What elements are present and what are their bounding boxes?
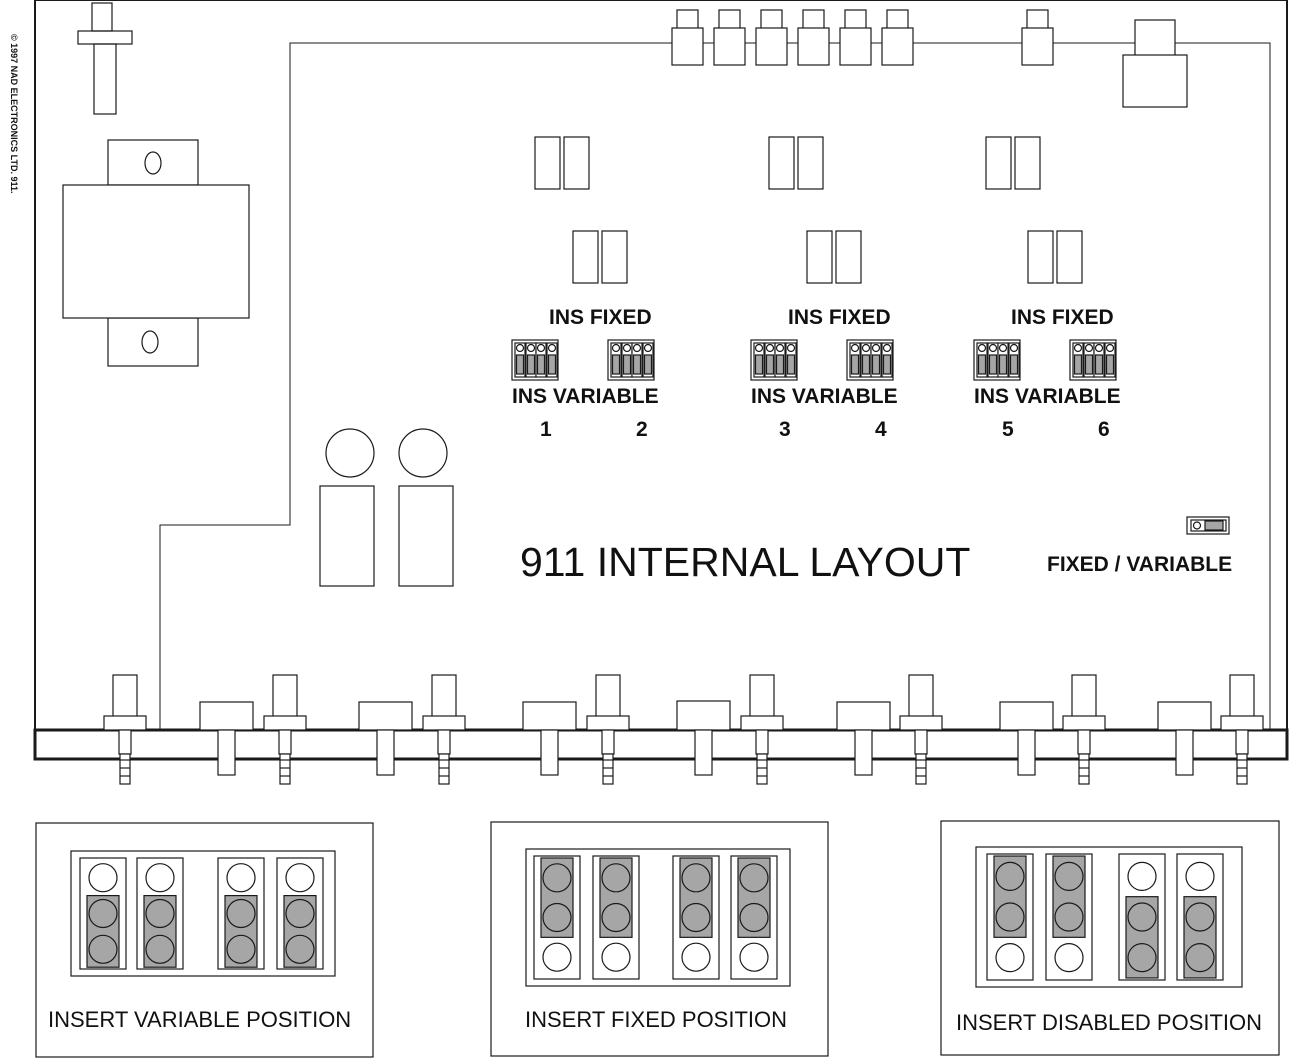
jumper-pin-column bbox=[1176, 853, 1224, 981]
rca-jack bbox=[839, 9, 872, 66]
front-control bbox=[836, 701, 891, 776]
rca-jack bbox=[755, 9, 788, 66]
relay-pair bbox=[768, 136, 824, 190]
insert-position-caption: INSERT DISABLED POSITION bbox=[956, 1010, 1262, 1035]
front-control bbox=[358, 701, 413, 776]
jumper-pin-column bbox=[1045, 853, 1093, 981]
jumper-block bbox=[511, 339, 559, 381]
rca-jack bbox=[713, 9, 746, 66]
channel-group: INS FIXED INS VARIABLE 1 2 bbox=[511, 306, 659, 441]
front-components bbox=[103, 674, 1264, 785]
insert-position-caption: INSERT VARIABLE POSITION bbox=[48, 1007, 351, 1032]
jumper-pin-column bbox=[276, 857, 324, 970]
front-jack bbox=[1062, 674, 1106, 785]
circuit-board-outline bbox=[159, 42, 1271, 730]
jumper-block bbox=[973, 339, 1021, 381]
jumper-pin-column bbox=[672, 855, 720, 980]
jumper-pin-column bbox=[533, 855, 581, 980]
front-control bbox=[199, 701, 254, 776]
channel-number: 1 bbox=[540, 418, 552, 441]
capacitors bbox=[319, 428, 454, 587]
front-jack bbox=[586, 674, 630, 785]
channel-number: 3 bbox=[779, 418, 791, 441]
front-control bbox=[999, 701, 1054, 776]
jumper-block bbox=[750, 339, 798, 381]
jumper-pin-column bbox=[986, 853, 1034, 981]
channel-groups: INS FIXED INS VARIABLE 1 2 INS FIXED INS VARI… bbox=[511, 306, 1121, 441]
switch-label: FIXED / VARIABLE bbox=[1047, 553, 1232, 576]
front-jack bbox=[263, 674, 307, 785]
jumper-block bbox=[846, 339, 894, 381]
insert-position-caption: INSERT FIXED POSITION bbox=[525, 1007, 787, 1032]
relay-components bbox=[534, 136, 1083, 284]
relay-pair bbox=[985, 136, 1041, 190]
insert-position-panel: INSERT DISABLED POSITION bbox=[940, 820, 1280, 1056]
front-control bbox=[522, 701, 577, 776]
ins-variable-label: INS VARIABLE bbox=[974, 385, 1121, 408]
relay-pair bbox=[806, 230, 862, 284]
rear-connector bbox=[1122, 19, 1188, 108]
jumper-block bbox=[607, 339, 655, 381]
jumper-pin-column bbox=[79, 857, 127, 970]
front-jack bbox=[1220, 674, 1264, 785]
channel-number: 2 bbox=[636, 418, 648, 441]
front-jack bbox=[899, 674, 943, 785]
channel-number: 5 bbox=[1002, 418, 1014, 441]
ins-fixed-label: INS FIXED bbox=[788, 306, 891, 329]
jumper-pin-column bbox=[592, 855, 640, 980]
rca-jack bbox=[671, 9, 704, 66]
transformer bbox=[62, 139, 250, 367]
ins-variable-label: INS VARIABLE bbox=[751, 385, 898, 408]
jumper-pin-column bbox=[730, 855, 778, 980]
channel-number: 4 bbox=[875, 418, 887, 441]
jumper-pin-column bbox=[217, 857, 265, 970]
jumper-pin-column bbox=[136, 857, 184, 970]
rca-jack bbox=[797, 9, 830, 66]
ins-fixed-label: INS FIXED bbox=[1011, 306, 1114, 329]
relay-pair bbox=[1027, 230, 1083, 284]
front-jack bbox=[422, 674, 466, 785]
front-jack bbox=[740, 674, 784, 785]
copyright-text: © 1997 NAD ELECTRONICS LTD. 911. bbox=[9, 34, 19, 194]
jumper-pin-column bbox=[1118, 853, 1166, 981]
front-jack bbox=[103, 674, 147, 785]
layout-title: 911 INTERNAL LAYOUT bbox=[520, 539, 970, 585]
insert-position-panel: INSERT VARIABLE POSITION bbox=[35, 822, 374, 1058]
rca-jack bbox=[881, 9, 914, 66]
channel-group: INS FIXED INS VARIABLE 5 6 bbox=[973, 306, 1121, 441]
channel-group: INS FIXED INS VARIABLE 3 4 bbox=[750, 306, 898, 441]
front-panel bbox=[33, 728, 1289, 761]
rear-jacks bbox=[671, 9, 1054, 66]
insert-position-panel: INSERT FIXED POSITION bbox=[490, 821, 829, 1057]
relay-pair bbox=[534, 136, 590, 190]
channel-number: 6 bbox=[1098, 418, 1110, 441]
front-control bbox=[1157, 701, 1212, 776]
fixed-variable-switch[interactable] bbox=[1186, 516, 1230, 535]
insert-panels: INSERT VARIABLE POSITION INSERT FIXED POS… bbox=[35, 820, 1280, 1058]
front-control bbox=[676, 700, 731, 776]
jumper-block bbox=[1069, 339, 1117, 381]
power-cord bbox=[77, 2, 133, 115]
rca-jack bbox=[1021, 9, 1054, 66]
relay-pair bbox=[572, 230, 628, 284]
ins-variable-label: INS VARIABLE bbox=[512, 385, 659, 408]
ins-fixed-label: INS FIXED bbox=[549, 306, 652, 329]
